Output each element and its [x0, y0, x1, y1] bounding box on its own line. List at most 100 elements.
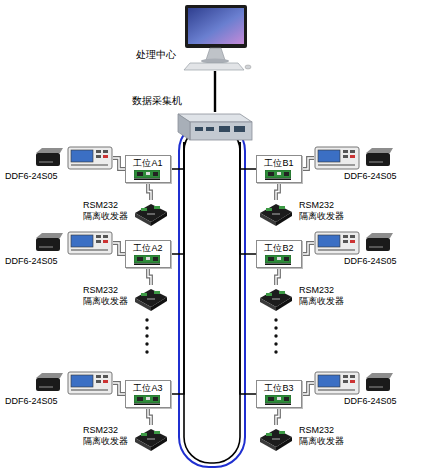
connector-outer	[302, 383, 314, 394]
node-label: 处理中心	[136, 49, 176, 61]
ddf-device-node: DDF6-24S05	[33, 231, 113, 255]
connector	[276, 268, 279, 285]
node-label: RSM232 隔离收发器	[299, 425, 344, 447]
connector	[276, 408, 279, 425]
node-label: 工位A3	[126, 383, 170, 394]
connector-line	[240, 142, 256, 169]
connector-line	[171, 142, 184, 394]
node-label: 数据采集机	[132, 95, 182, 107]
ring-bus-black	[184, 125, 240, 463]
transceiver-node: RSM232 隔离收发器	[132, 285, 170, 313]
transceiver-node: RSM232 隔离收发器	[132, 200, 170, 228]
connector-outer	[302, 158, 314, 169]
ddf-device-node: DDF6-24S05	[33, 371, 113, 395]
pcb-icon	[265, 255, 291, 265]
ddf-device-icon	[315, 147, 393, 169]
connector-outer	[113, 158, 125, 169]
collector-node: 数据采集机	[176, 112, 254, 142]
connector-inner	[148, 183, 151, 200]
station-box: 工位B1	[256, 155, 302, 183]
connector	[240, 142, 256, 394]
connector-inner	[302, 158, 314, 169]
monitor-icon	[184, 5, 251, 70]
node-label: DDF6-24S05	[5, 171, 58, 182]
node-label: RSM232 隔离收发器	[83, 200, 128, 222]
node-label: DDF6-24S05	[344, 171, 397, 182]
connector-inner	[113, 383, 125, 394]
connector	[171, 142, 184, 254]
station-box: 工位A3	[125, 380, 171, 408]
pcb-icon	[134, 395, 160, 405]
connector-outer	[276, 183, 279, 200]
connector-line	[240, 142, 256, 394]
node-label: RSM232 隔离收发器	[83, 285, 128, 307]
connector	[113, 383, 125, 394]
connector-outer	[113, 243, 125, 254]
node-label: DDF6-24S05	[5, 396, 58, 407]
pcb-icon	[265, 170, 291, 180]
connector	[240, 142, 256, 254]
ddf-device-node: DDF6-24S05	[314, 371, 394, 395]
station-box: 工位A1	[125, 155, 171, 183]
connector	[302, 158, 314, 169]
node-label: RSM232 隔离收发器	[299, 285, 344, 307]
connector-line	[171, 142, 184, 169]
pcb-icon	[134, 170, 160, 180]
connector-line	[171, 142, 184, 254]
connector-outer	[276, 268, 279, 285]
connector	[302, 383, 314, 394]
transceiver-icon	[260, 204, 292, 226]
connector-outer	[148, 408, 151, 425]
connector	[148, 268, 151, 285]
connector-inner	[302, 383, 314, 394]
transceiver-node: RSM232 隔离收发器	[257, 200, 295, 228]
station-box: 工位B2	[256, 240, 302, 268]
connector-outer	[148, 183, 151, 200]
pcb-icon	[134, 255, 160, 265]
connector-inner	[148, 268, 151, 285]
station-box: 工位B3	[256, 380, 302, 408]
transceiver-node: RSM232 隔离收发器	[257, 285, 295, 313]
node-label: 工位B1	[257, 158, 301, 169]
transceiver-node: RSM232 隔离收发器	[257, 425, 295, 453]
transceiver-icon	[135, 429, 167, 451]
connector	[171, 142, 184, 169]
connector	[171, 142, 184, 394]
pcb-icon	[265, 395, 291, 405]
connector-line	[214, 71, 216, 112]
ddf-device-icon	[315, 232, 393, 254]
node-label: RSM232 隔离收发器	[299, 200, 344, 222]
node-label: 工位A2	[126, 243, 170, 254]
connector	[302, 243, 314, 254]
connector-inner	[302, 243, 314, 254]
node-label: DDF6-24S05	[344, 396, 397, 407]
transceiver-icon	[135, 204, 167, 226]
connector-inner	[113, 158, 125, 169]
ddf-device-icon	[36, 372, 112, 394]
connector-outer	[276, 408, 279, 425]
connector	[113, 243, 125, 254]
connector-inner	[276, 268, 279, 285]
connector	[276, 183, 279, 200]
node-label: 工位A1	[126, 158, 170, 169]
transceiver-node: RSM232 隔离收发器	[132, 425, 170, 453]
continuation-dots	[145, 318, 277, 353]
ddf-device-node: DDF6-24S05	[314, 146, 394, 170]
node-label: DDF6-24S05	[5, 256, 58, 267]
transceiver-icon	[135, 289, 167, 311]
ddf-device-icon	[315, 372, 393, 394]
node-label: RSM232 隔离收发器	[83, 425, 128, 447]
ddf-device-icon	[36, 232, 112, 254]
transceiver-icon	[260, 289, 292, 311]
connector	[148, 408, 151, 425]
connector-outer	[148, 268, 151, 285]
connector	[215, 71, 216, 112]
connector-inner	[148, 408, 151, 425]
connector	[240, 142, 256, 169]
connector	[113, 158, 125, 169]
node-label: 工位B3	[257, 383, 301, 394]
ddf-device-node: DDF6-24S05	[314, 231, 394, 255]
transceiver-icon	[260, 429, 292, 451]
